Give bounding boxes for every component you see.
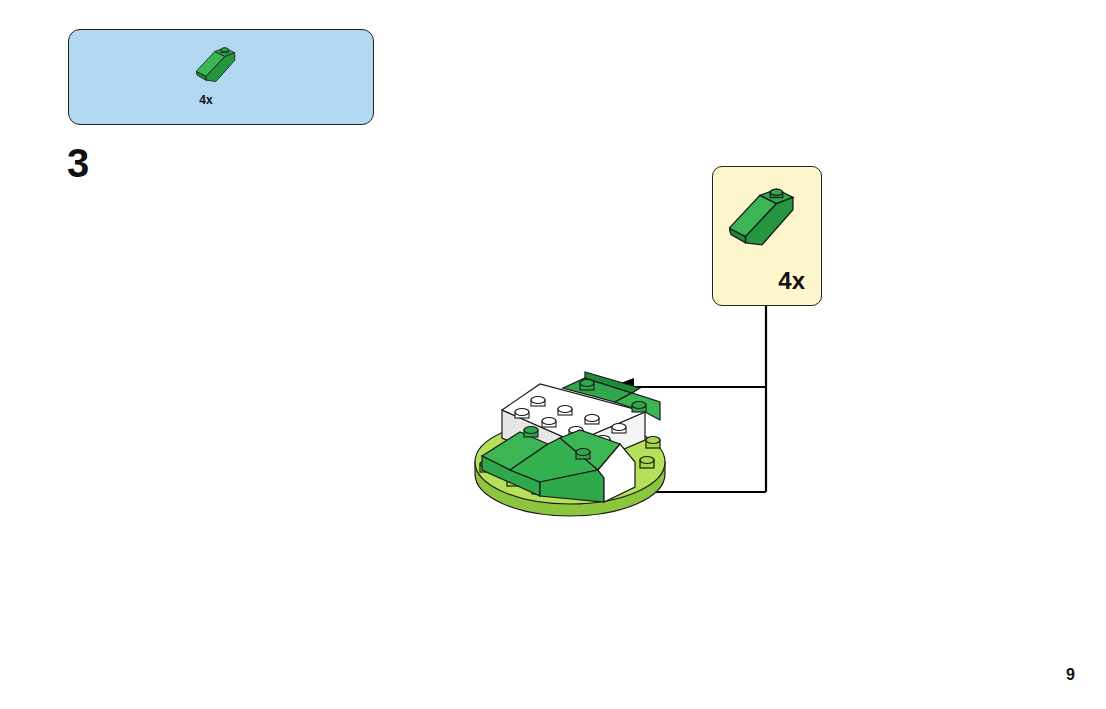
stud: [515, 409, 529, 416]
page-number: 9: [1066, 667, 1075, 683]
part-count: 4x: [69, 94, 343, 106]
parts-box: 4x: [68, 29, 374, 125]
green-slopes: [482, 372, 660, 502]
stud: [585, 415, 599, 422]
slope-brick-icon: [729, 183, 795, 249]
stud: [542, 418, 556, 425]
slope-brick-icon: [196, 44, 236, 84]
part-count: 4x: [713, 269, 805, 293]
stud: [558, 406, 572, 413]
stud: [531, 397, 545, 404]
green-studs: [524, 380, 646, 460]
step-number: 3: [67, 143, 89, 183]
stud: [612, 424, 626, 431]
parts-box: 4x: [712, 166, 822, 306]
